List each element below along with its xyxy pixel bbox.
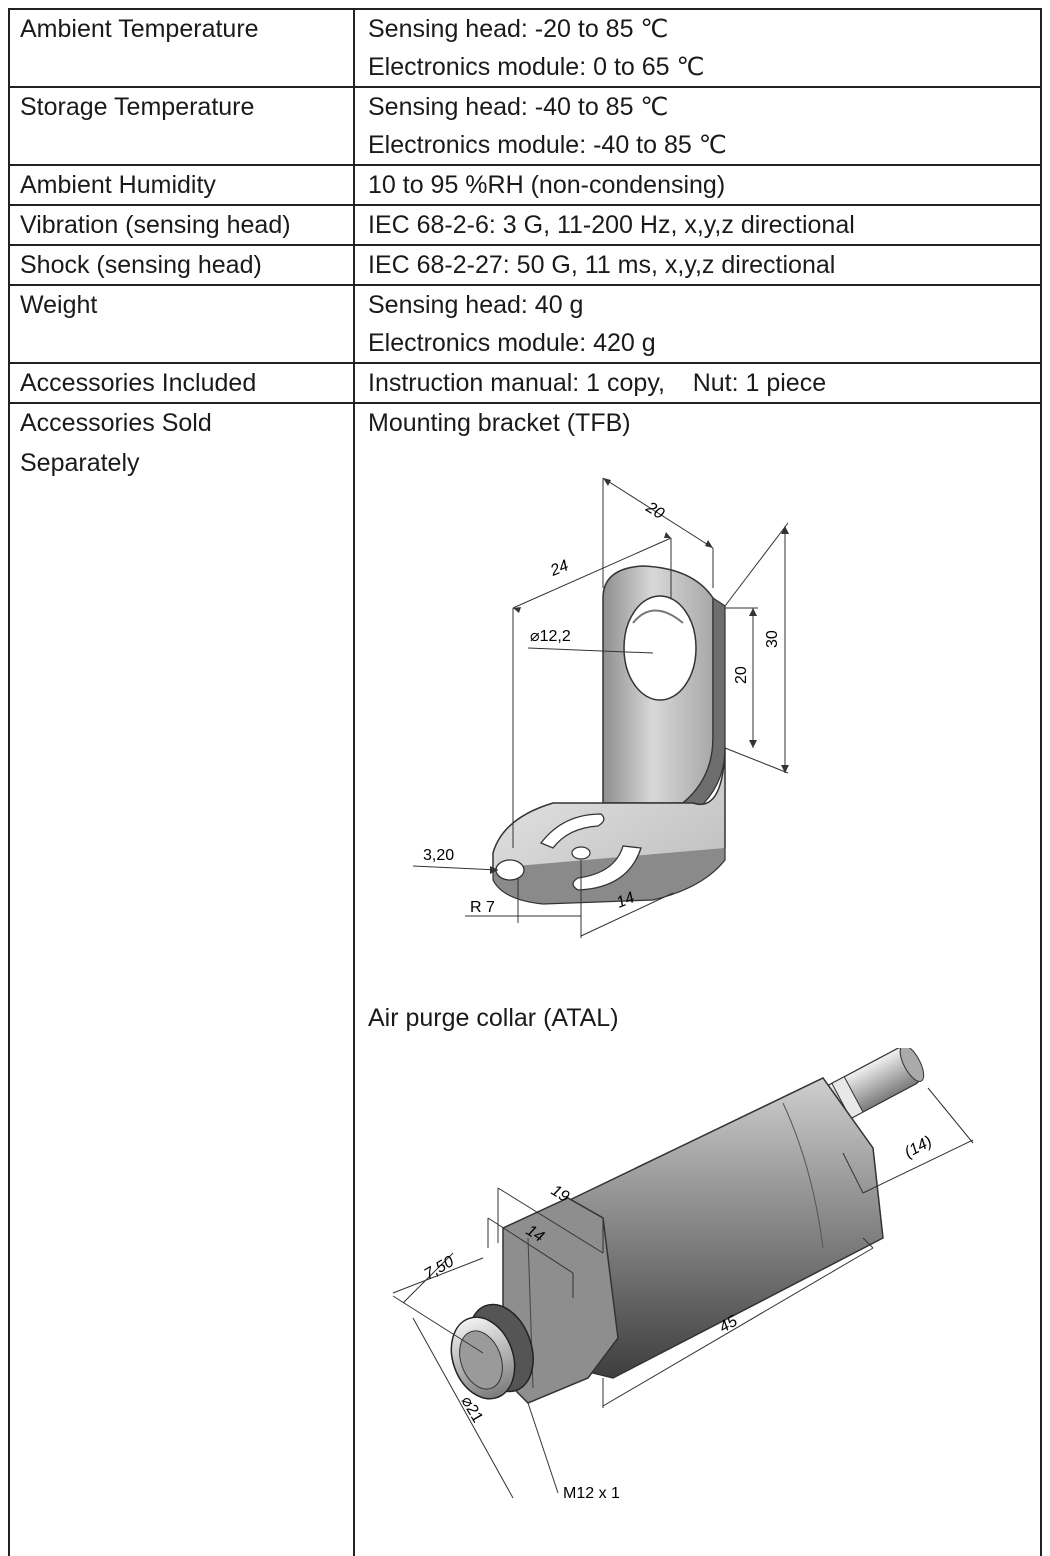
dim-label: 3,20 xyxy=(423,847,454,864)
table-column-divider xyxy=(353,8,355,1556)
bracket-title: Mounting bracket (TFB) xyxy=(368,409,631,437)
dim-label: 14 xyxy=(523,1222,547,1246)
dim-label: 20 xyxy=(642,498,667,522)
row-label-storage-temperature: Storage Temperature xyxy=(20,93,255,121)
row-divider xyxy=(8,204,1042,206)
row-value-line: Sensing head: -20 to 85 ℃ xyxy=(368,15,669,43)
row-label-ambient-humidity: Ambient Humidity xyxy=(20,171,216,199)
dim-label: ⌀21 xyxy=(458,1394,486,1426)
row-value-line: Sensing head: -40 to 85 ℃ xyxy=(368,93,669,121)
row-value-line: Electronics module: -40 to 85 ℃ xyxy=(368,131,727,159)
air-purge-collar-drawing: (14) 19 14 7,50 45 ⌀21 M12 x 1 xyxy=(392,1048,974,1502)
row-value-line: Electronics module: 0 to 65 ℃ xyxy=(368,53,705,81)
row-value-line: 10 to 95 %RH (non-condensing) xyxy=(368,171,726,199)
bracket-hole xyxy=(623,595,697,701)
bracket-slot xyxy=(572,845,642,891)
row-value-line: IEC 68-2-6: 3 G, 11-200 Hz, x,y,z direct… xyxy=(368,211,855,239)
row-value-line: IEC 68-2-27: 50 G, 11 ms, x,y,z directio… xyxy=(368,251,836,279)
row-divider xyxy=(8,86,1042,88)
dim-label: (14) xyxy=(902,1133,935,1161)
row-divider xyxy=(8,8,1042,10)
bracket-slot xyxy=(539,813,605,849)
table-border-right xyxy=(1040,8,1042,1556)
dim-label: 45 xyxy=(717,1313,741,1337)
table-border-left xyxy=(8,8,10,1556)
row-divider xyxy=(8,164,1042,166)
dim-label: 24 xyxy=(547,557,571,580)
dim-label: 19 xyxy=(548,1182,572,1206)
row-label-weight: Weight xyxy=(20,291,98,319)
mounting-bracket-drawing: 20 24 ⌀12,2 30 20 3,20 R 7 14 xyxy=(412,477,789,938)
collar-title: Air purge collar (ATAL) xyxy=(368,1004,619,1032)
row-label-shock: Shock (sensing head) xyxy=(20,251,262,279)
row-divider xyxy=(8,402,1042,404)
row-label-accessories-included: Accessories Included xyxy=(20,369,257,397)
dim-label: 20 xyxy=(733,666,750,684)
dim-label: 30 xyxy=(764,630,781,648)
dim-label: M12 x 1 xyxy=(563,1485,620,1502)
dim-label: ⌀12,2 xyxy=(530,628,571,645)
row-label-accessories-sold: Accessories Sold xyxy=(20,409,212,437)
row-value-line: Electronics module: 420 g xyxy=(368,329,656,357)
row-value-line: Sensing head: 40 g xyxy=(368,291,584,319)
row-label-ambient-temperature: Ambient Temperature xyxy=(20,15,259,43)
dim-label: 7,50 xyxy=(422,1253,458,1283)
row-divider xyxy=(8,244,1042,246)
row-label-vibration: Vibration (sensing head) xyxy=(20,211,291,239)
dim-label: R 7 xyxy=(470,899,495,916)
row-value-line: Instruction manual: 1 copy, Nut: 1 piece xyxy=(368,369,827,397)
row-divider xyxy=(8,362,1042,364)
row-label-accessories-sold: Separately xyxy=(20,449,140,477)
dim-label: 14 xyxy=(614,889,637,911)
spec-table: Ambient Temperature Sensing head: -20 to… xyxy=(8,8,1042,1556)
row-divider xyxy=(8,284,1042,286)
